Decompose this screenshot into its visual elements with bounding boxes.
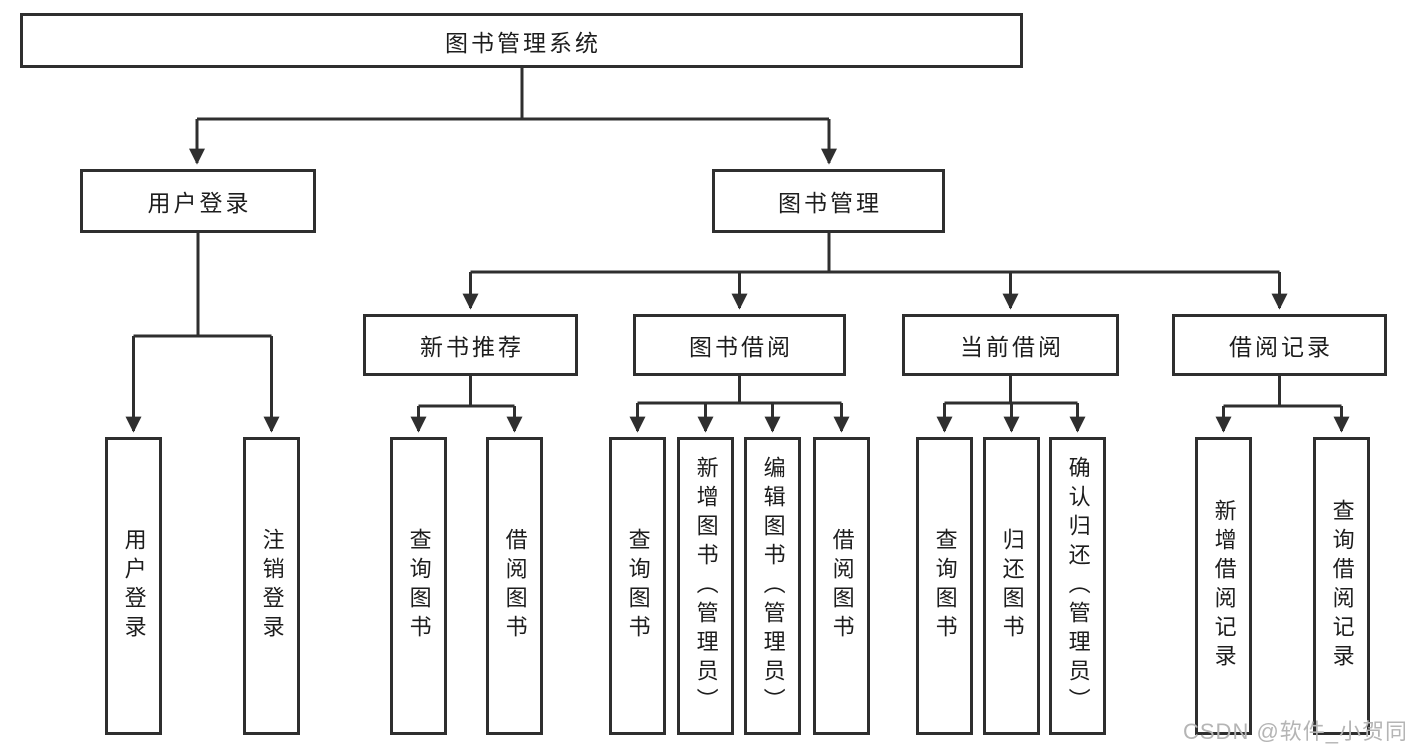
node-new-books-label: 新书推荐 [420,334,524,360]
node-borrowing-records: 借阅记录 [1172,314,1387,376]
node-book-management: 图书管理 [712,169,945,233]
node-root-system: 图书管理系统 [20,13,1023,68]
leaf-borrowing-add-books-admin: 新增图书（管理员） [677,437,734,735]
leaf-borrowing-edit-books-admin: 编辑图书（管理员） [744,437,801,735]
leaf-newbooks-query-books: 查询图书 [390,437,447,735]
leaf-user-login-label: 用户登录 [121,528,147,644]
leaf-borrowing-borrow-books-label: 借阅图书 [829,528,855,644]
leaf-borrowing-edit-books-admin-label: 编辑图书（管理员） [760,455,786,717]
leaf-borrowing-query-books-label: 查询图书 [625,528,651,644]
leaf-borrowing-add-books-admin-label: 新增图书（管理员） [693,455,719,717]
leaf-newbooks-borrow-books-label: 借阅图书 [502,528,528,644]
node-book-management-label: 图书管理 [778,190,882,216]
leaf-records-query-record-label: 查询借阅记录 [1329,499,1355,673]
node-current-borrowing-label: 当前借阅 [960,334,1064,360]
leaf-current-confirm-return-admin: 确认归还（管理员） [1049,437,1106,735]
leaf-records-add-record-label: 新增借阅记录 [1211,499,1237,673]
node-book-borrowing: 图书借阅 [633,314,846,376]
leaf-user-login: 用户登录 [105,437,162,735]
leaf-logout: 注销登录 [243,437,300,735]
node-user-login: 用户登录 [80,169,316,233]
node-root-label: 图书管理系统 [445,29,601,56]
leaf-current-return-books: 归还图书 [983,437,1040,735]
leaf-records-add-record: 新增借阅记录 [1195,437,1252,735]
leaf-borrowing-borrow-books: 借阅图书 [813,437,870,735]
leaf-current-confirm-return-admin-label: 确认归还（管理员） [1065,455,1091,717]
leaf-current-query-books: 查询图书 [916,437,973,735]
node-user-login-label: 用户登录 [147,190,252,216]
leaf-records-query-record: 查询借阅记录 [1313,437,1370,735]
node-new-books: 新书推荐 [363,314,578,376]
leaf-logout-label: 注销登录 [259,528,285,644]
leaf-current-return-books-label: 归还图书 [999,528,1025,644]
node-borrowing-records-label: 借阅记录 [1229,334,1333,360]
leaf-current-query-books-label: 查询图书 [932,528,958,644]
leaf-newbooks-query-books-label: 查询图书 [406,528,432,644]
csdn-watermark: CSDN @软件_小贺同学 [1183,719,1405,744]
leaf-borrowing-query-books: 查询图书 [609,437,666,735]
node-book-borrowing-label: 图书借阅 [689,334,793,360]
leaf-newbooks-borrow-books: 借阅图书 [486,437,543,735]
node-current-borrowing: 当前借阅 [902,314,1119,376]
